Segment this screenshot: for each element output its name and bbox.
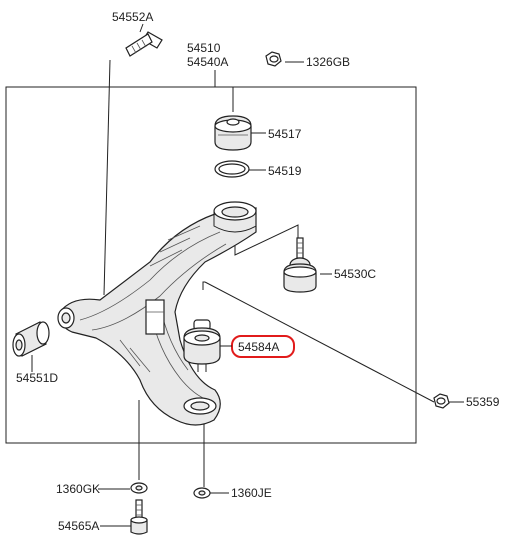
assembly-frame — [5, 86, 417, 444]
label-54530C[interactable]: 54530C — [334, 267, 376, 281]
label-54565A[interactable]: 54565A — [58, 519, 99, 533]
label-54510[interactable]: 54510 — [187, 41, 221, 55]
label-54551D[interactable]: 54551D — [16, 371, 58, 385]
bolt-54552A — [125, 31, 163, 57]
washer-1360GK — [130, 482, 148, 494]
label-54552A[interactable]: 54552A — [112, 10, 153, 24]
control-arm — [57, 201, 257, 426]
ball-joint-54530C — [283, 237, 317, 293]
label-54540A[interactable]: 54540A — [187, 55, 228, 69]
label-54519[interactable]: 54519 — [268, 164, 302, 178]
nut-55359 — [433, 393, 450, 409]
label-54584A[interactable]: 54584A — [238, 340, 279, 354]
washer-1360JE — [193, 487, 211, 499]
label-54517[interactable]: 54517 — [268, 127, 302, 141]
dust-cover-54517 — [214, 115, 252, 151]
nut-1326GB — [265, 51, 282, 67]
bushing-54584A — [183, 319, 221, 372]
ring-54519 — [214, 160, 250, 178]
leader-lines — [31, 23, 464, 527]
label-1360GK[interactable]: 1360GK — [56, 482, 100, 496]
bushing-54551D — [12, 321, 50, 357]
bolt-54565A — [130, 499, 148, 535]
label-1360JE[interactable]: 1360JE — [231, 486, 272, 500]
label-55359[interactable]: 55359 — [466, 395, 500, 409]
label-1326GB[interactable]: 1326GB — [306, 55, 350, 69]
